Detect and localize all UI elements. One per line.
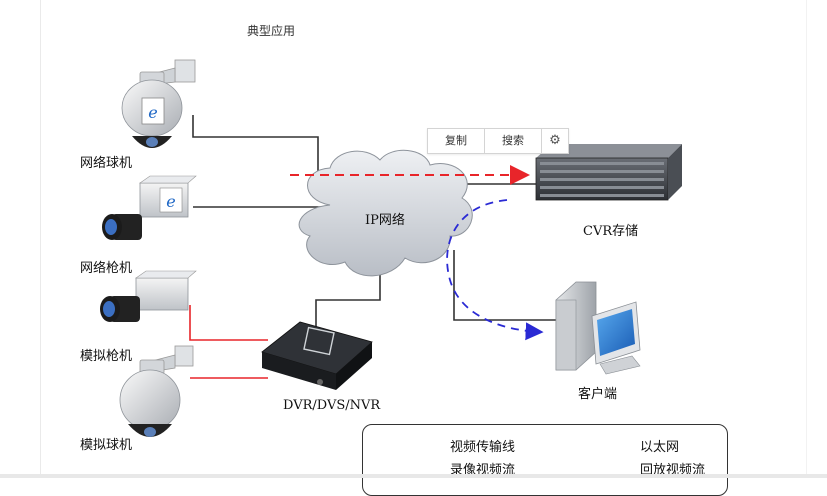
svg-text:e: e — [166, 192, 175, 211]
network-diagram: e e — [100, 59, 682, 476]
settings-button[interactable]: ⚙ — [542, 129, 568, 153]
context-toolbar: 复制 搜索 ⚙ — [427, 128, 569, 154]
ip-cloud — [298, 149, 473, 277]
page-bottom-bar — [0, 474, 827, 478]
video-line-analog-bullet — [189, 305, 268, 341]
svg-text:e: e — [148, 103, 157, 122]
cvr-storage-server — [535, 144, 682, 201]
legend-ethernet-label: 以太网 — [640, 440, 680, 455]
dvr-label: DVR/DVS/NVR — [283, 398, 381, 413]
gear-icon: ⚙ — [549, 133, 561, 148]
page-left-border — [40, 0, 41, 478]
cloud-label: IP网络 — [365, 213, 405, 228]
ethernet-line-dvr — [315, 275, 381, 327]
network-bullet-label: 网络枪机 — [80, 261, 133, 276]
copy-button[interactable]: 复制 — [428, 129, 485, 153]
client-label: 客户端 — [578, 387, 618, 402]
search-button[interactable]: 搜索 — [485, 129, 542, 153]
network-dome-camera: e — [121, 59, 196, 148]
page-right-border — [806, 0, 807, 478]
network-dome-label: 网络球机 — [80, 156, 133, 171]
legend-video-label: 视频传输线 — [450, 440, 516, 455]
client-pc — [555, 281, 641, 375]
dvr-device — [261, 321, 373, 390]
diagram-caption: 典型应用 — [247, 24, 296, 38]
analog-bullet-camera — [100, 270, 197, 322]
network-bullet-camera: e — [102, 175, 197, 240]
analog-bullet-label: 模拟枪机 — [80, 349, 133, 364]
playback-stream-arrow — [446, 199, 544, 341]
storage-label: CVR存储 — [583, 224, 639, 239]
analog-dome-label: 模拟球机 — [80, 438, 133, 453]
ethernet-line-network-dome — [192, 115, 319, 190]
analog-dome-camera — [119, 345, 194, 437]
ethernet-line-client — [453, 250, 556, 321]
video-lines — [189, 305, 268, 379]
